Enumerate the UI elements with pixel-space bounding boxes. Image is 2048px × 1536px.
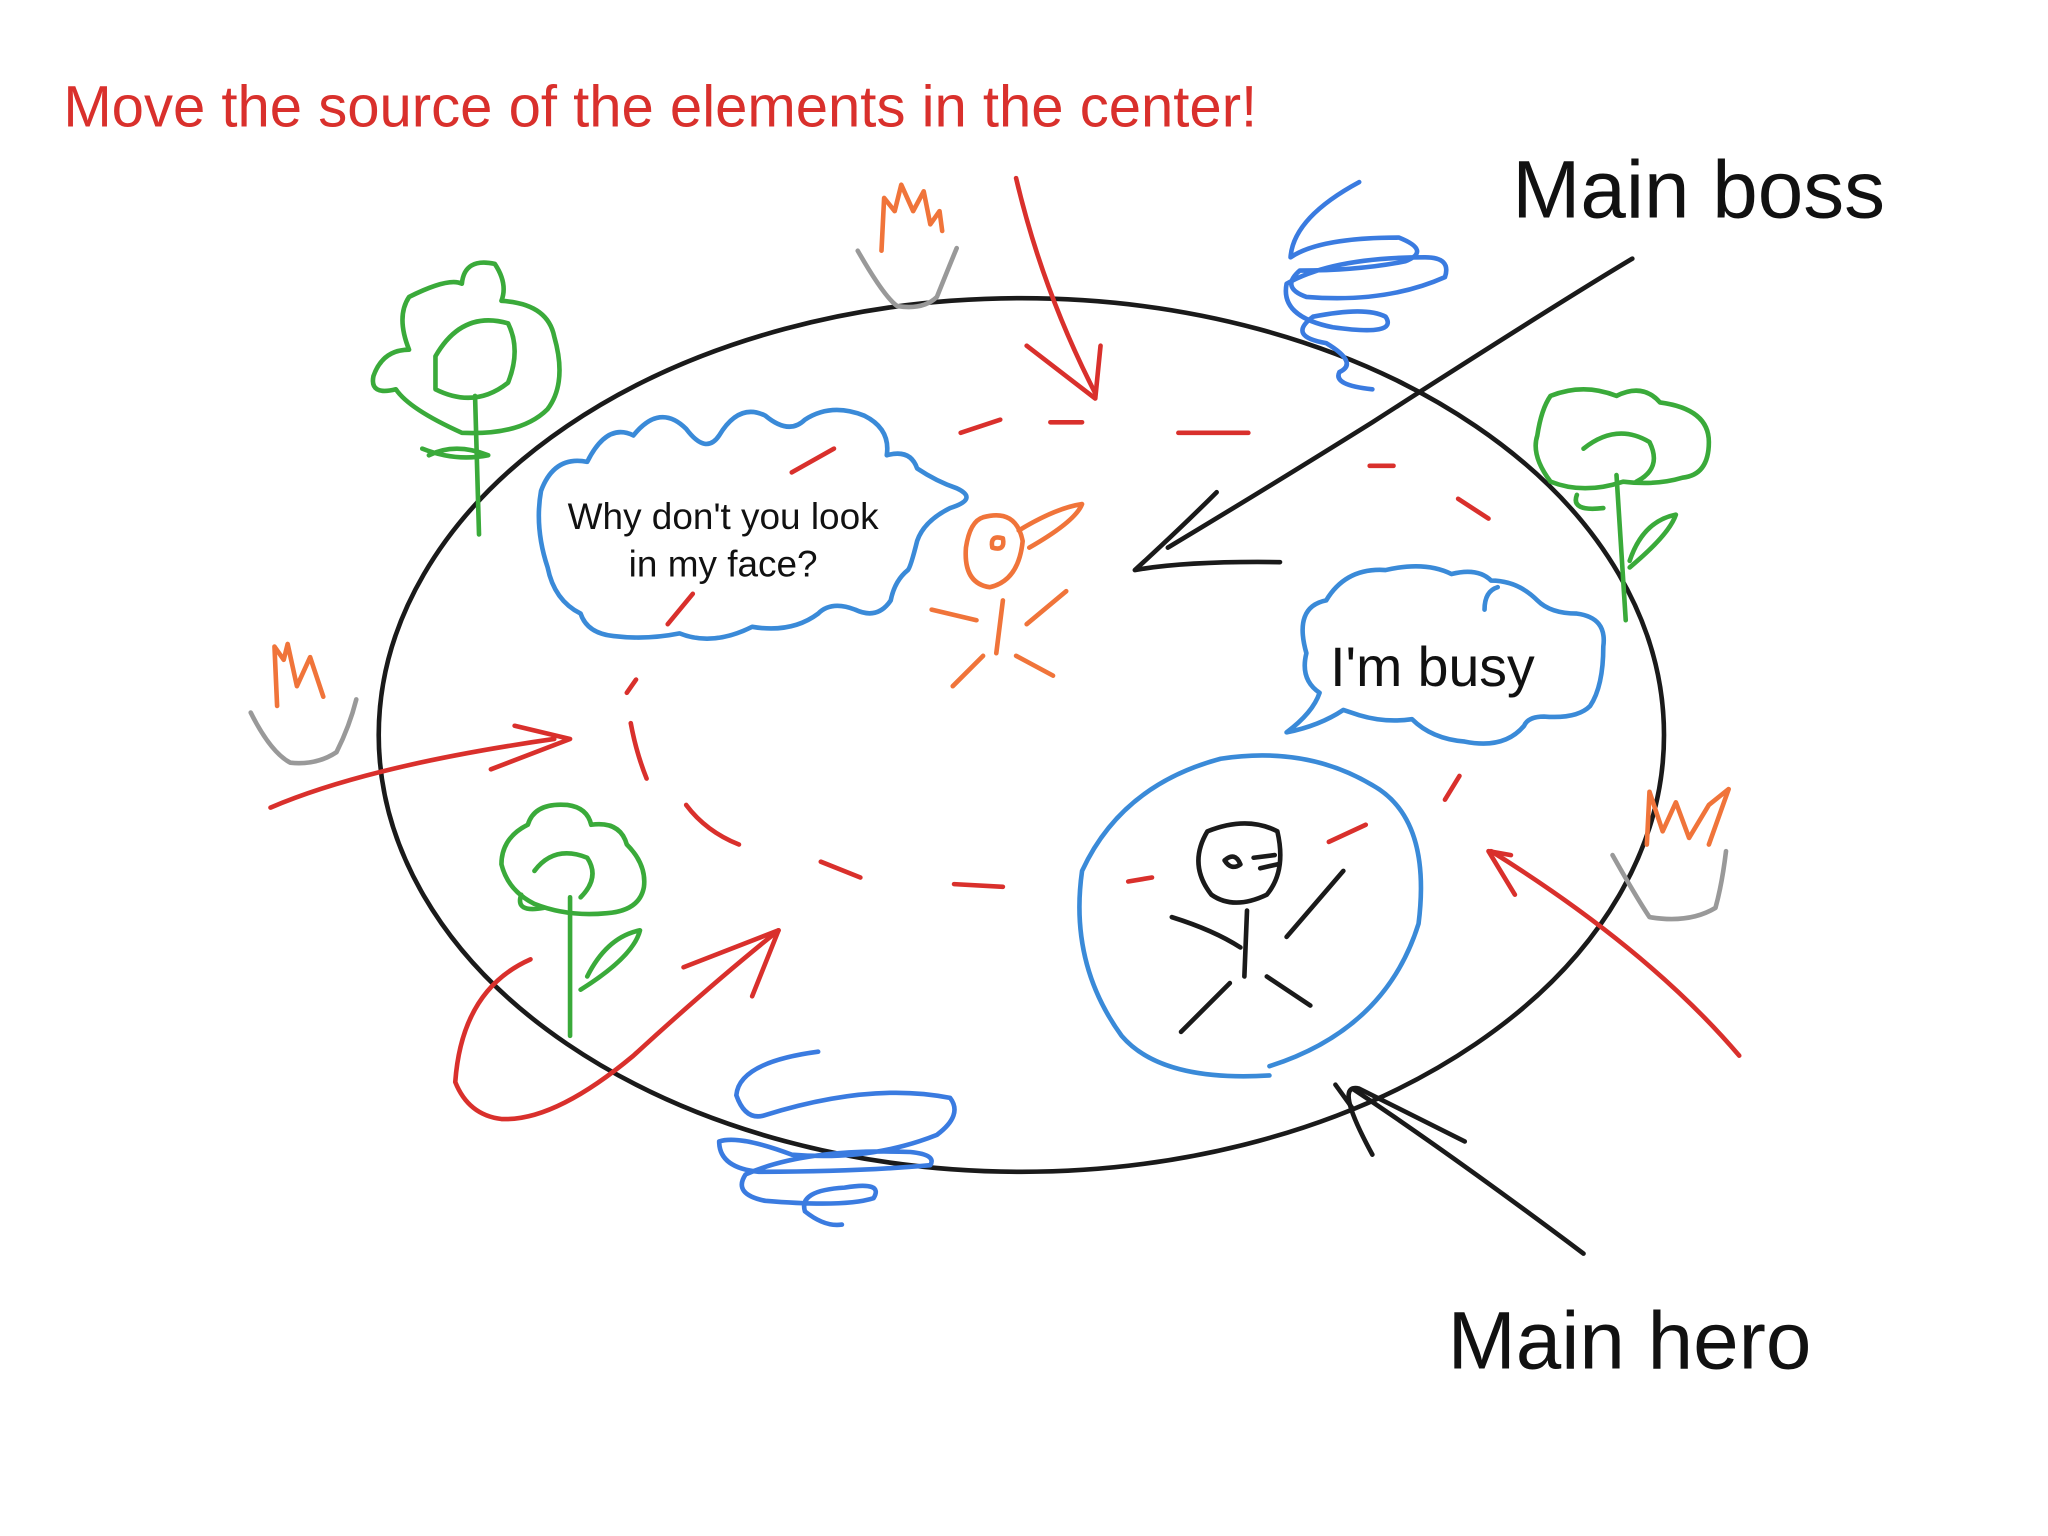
main-boss-arrow	[1132, 256, 1635, 573]
main-hero-arrow	[1333, 1082, 1586, 1256]
bubble-curl	[1482, 584, 1501, 612]
title-text: Move the source of the elements in the c…	[63, 75, 1257, 140]
dashed-path	[624, 417, 1491, 890]
hero-figure	[1169, 821, 1346, 1035]
hero-bubble-text: I'm busy	[1330, 636, 1535, 698]
main-boss-label: Main boss	[1512, 145, 1885, 236]
flower-right	[1533, 387, 1712, 623]
tornado-bottom	[716, 1049, 957, 1228]
boss-figure	[929, 501, 1085, 689]
fire-left	[248, 641, 359, 766]
hero-shield-circle	[1077, 753, 1424, 1079]
fire-right	[1610, 786, 1731, 922]
boss-bubble-line1: Why don't you look	[568, 496, 879, 537]
tornado-top	[1283, 179, 1449, 392]
hero-speech-bubble	[1284, 563, 1607, 746]
boss-bubble-line2: in my face?	[629, 544, 818, 585]
fire-top	[855, 182, 960, 310]
main-hero-label: Main hero	[1448, 1295, 1812, 1386]
flower-top-left	[370, 260, 562, 537]
flower-bottom-left	[499, 802, 647, 1039]
red-arrows	[268, 175, 1742, 1122]
boss-speech-bubble	[536, 407, 969, 641]
arena-ellipse	[376, 295, 1667, 1175]
